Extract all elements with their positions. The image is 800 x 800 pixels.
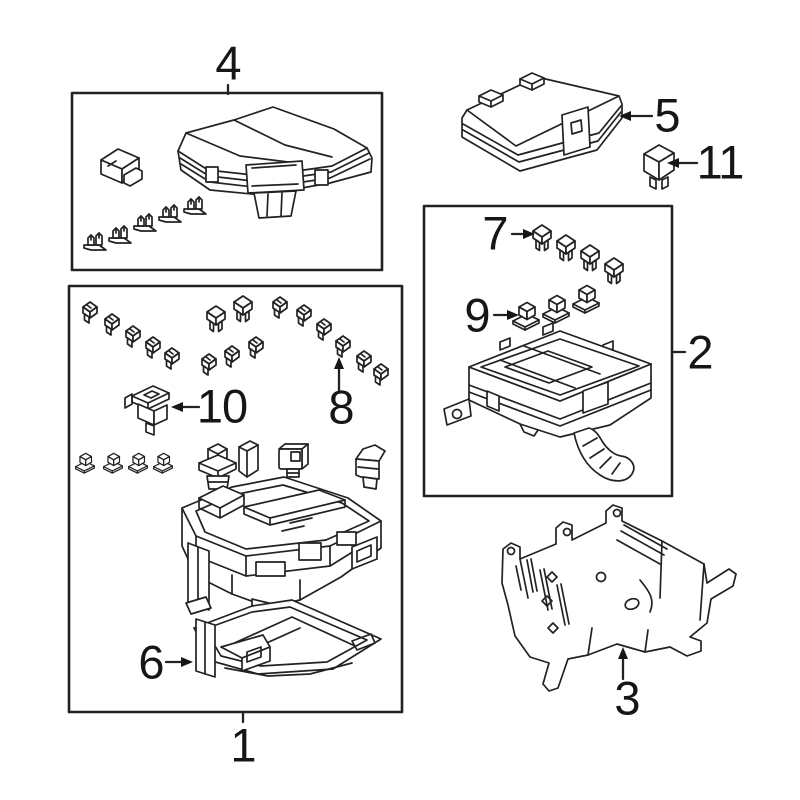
part-10-relay — [124, 385, 170, 436]
part-1-fuse-box — [181, 476, 382, 622]
retainer-clip — [108, 225, 132, 244]
callout-11[interactable]: 11 — [696, 135, 745, 189]
retainer-clip — [183, 196, 207, 215]
callout-6[interactable]: 6 — [138, 635, 164, 689]
fuse-cap — [512, 301, 540, 331]
callout-5[interactable]: 5 — [654, 88, 680, 142]
callout-9[interactable]: 9 — [464, 288, 490, 342]
small-fuse — [104, 313, 120, 336]
part-7-mini-fuses — [532, 224, 624, 285]
fuse-cap — [75, 452, 95, 474]
arrow-11 — [667, 158, 699, 168]
retainer-clips — [83, 196, 207, 251]
arrow-5 — [619, 111, 654, 121]
retainer-clip — [83, 232, 107, 251]
box1-small-fuses — [82, 295, 389, 386]
arrow-7 — [510, 229, 535, 239]
angled-bracket — [355, 444, 386, 490]
part-9-caps — [512, 284, 600, 331]
small-fuse — [272, 296, 288, 319]
small-fuse — [335, 335, 351, 358]
box1-middle-row — [75, 440, 386, 490]
group-box-2 — [422, 204, 674, 498]
callout-4[interactable]: 4 — [215, 36, 241, 90]
part-6-lower-tray — [185, 596, 382, 678]
arrow-9 — [492, 310, 519, 320]
mini-fuse — [233, 295, 253, 323]
group-box-1 — [67, 284, 404, 714]
small-fuse — [296, 304, 312, 327]
part-4-connector — [100, 148, 143, 187]
small-fuse — [373, 363, 389, 386]
tall-relay — [238, 440, 259, 478]
retainer-clip — [133, 213, 157, 232]
small-fuse — [145, 336, 161, 359]
part-3-bracket — [501, 504, 737, 692]
small-fuse — [201, 353, 217, 376]
callout-1[interactable]: 1 — [230, 718, 256, 772]
fuse-cap — [128, 452, 148, 474]
arrow-3 — [618, 647, 628, 681]
part-5-lower-cover — [461, 72, 623, 172]
mini-fuse — [580, 244, 600, 272]
small-fuse — [224, 345, 240, 368]
small-fuse — [316, 318, 332, 341]
arrow-6 — [164, 657, 193, 667]
callout-10[interactable]: 10 — [196, 379, 248, 433]
mini-fuse — [556, 234, 576, 262]
part-11-relay — [643, 144, 675, 190]
relay-with-window — [278, 443, 309, 478]
fuse-cap — [572, 284, 600, 314]
fuse-holder — [198, 443, 237, 490]
arrow-10 — [171, 402, 201, 412]
mini-fuse — [604, 257, 624, 285]
small-fuse — [356, 350, 372, 373]
fuse-cap — [103, 452, 123, 474]
small-fuse — [82, 301, 98, 324]
small-fuse — [248, 336, 264, 359]
callout-8[interactable]: 8 — [328, 380, 354, 434]
part-4-upper-cover — [177, 106, 373, 219]
callout-7[interactable]: 7 — [482, 206, 508, 260]
retainer-clip — [158, 204, 182, 223]
callout-3[interactable]: 3 — [614, 671, 640, 725]
part-2-fuse-box — [443, 322, 652, 482]
small-fuse — [125, 325, 141, 348]
arrow-8 — [334, 357, 344, 392]
fuse-cap — [542, 294, 570, 324]
small-fuse — [164, 347, 180, 370]
fuse-cap — [153, 452, 173, 474]
mini-fuse — [206, 305, 226, 333]
mini-fuse — [532, 224, 552, 252]
callout-2[interactable]: 2 — [687, 325, 713, 379]
